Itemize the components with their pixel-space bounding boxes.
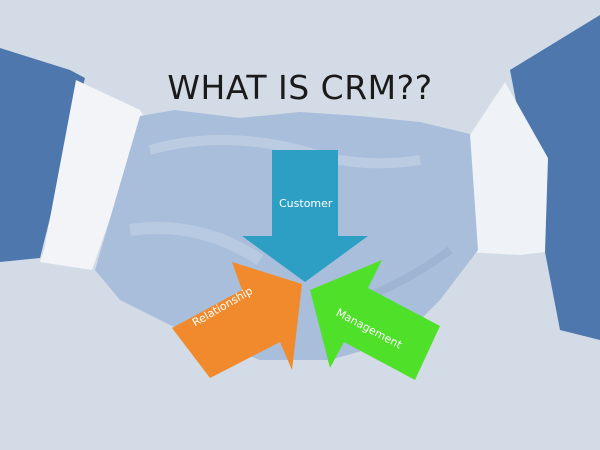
relationship-arrow	[172, 262, 302, 378]
management-arrow	[310, 260, 440, 380]
customer-label: Customer	[279, 197, 333, 210]
slide-title: WHAT IS CRM??	[167, 68, 433, 107]
customer-arrow	[242, 150, 368, 282]
